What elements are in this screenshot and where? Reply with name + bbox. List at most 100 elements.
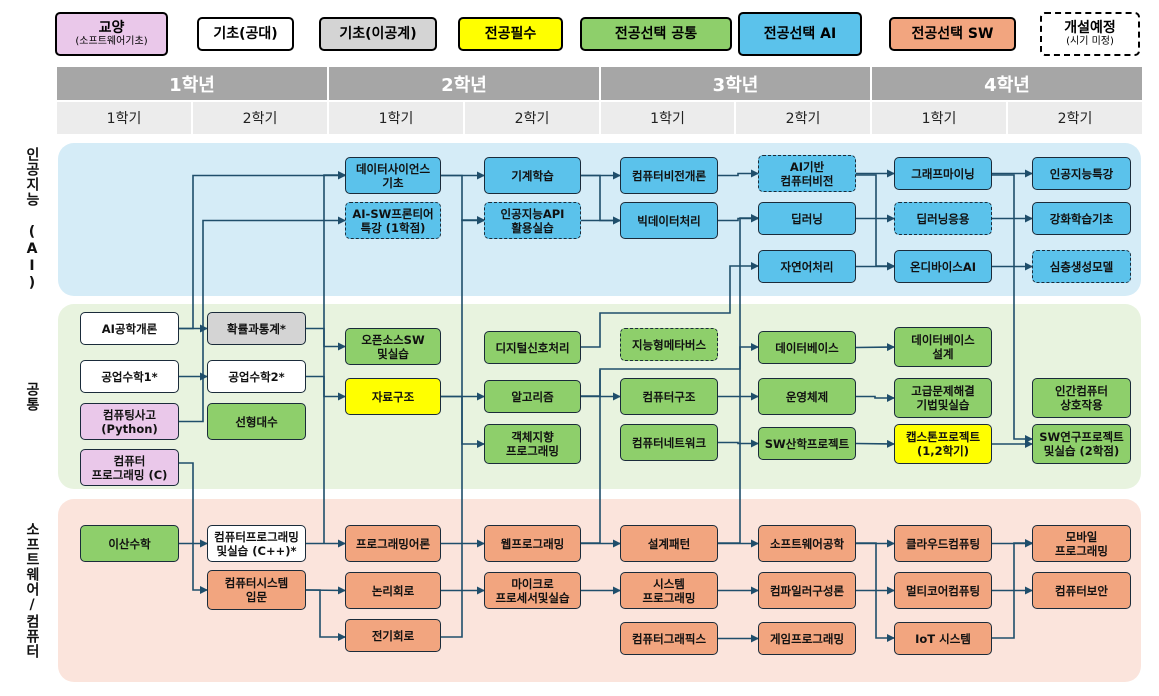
prerequisite-arrow [856,542,895,642]
course-label: 게임프로그래밍 [769,631,845,646]
course-label: 이산수학 [108,536,151,551]
semester-header: 1학기 [329,102,463,134]
course-box-web: 웹프로그래밍 [484,525,581,562]
semester-header: 2학기 [465,102,599,134]
band-label-sw: 소프트웨어/컴퓨터 [14,499,50,682]
course-box-aitopic: 인공지능특강 [1032,157,1131,190]
course-label: 프로그래밍 (C) [91,467,168,482]
course-box-linalg: 선형대수 [207,403,306,440]
course-label: 프로그래밍어론 [355,536,431,551]
course-label: 기계학습 [511,168,554,183]
course-box-discrete: 이산수학 [80,525,179,562]
legend-sublabel: (소프트웨어기초) [75,36,148,47]
course-label: 자료구조 [371,389,415,404]
legend-item: 전공선택 SW [889,17,1016,51]
band-label-common: 공통 [14,304,50,489]
legend-label: 전공선택 공통 [614,26,698,42]
prerequisite-arrow [179,462,208,594]
prerequisite-arrow [718,439,759,448]
year-header-1: 1학년 [57,67,327,100]
course-box-dsp: 디지털신호처리 [484,331,581,364]
course-label: 컴퓨터프로그래밍 [214,529,299,544]
year-header-4: 4학년 [872,67,1142,100]
course-label: 및실습 [377,346,409,361]
prerequisite-arrow [855,439,895,448]
course-label: 딥러닝 [791,211,823,226]
course-label: 데이터베이스 [775,340,839,355]
legend-label: 전공선택 SW [911,26,994,42]
course-label: 설계 [932,347,954,361]
course-label: 알고리즘 [511,389,554,404]
course-label: 심층생성모델 [1049,259,1114,274]
course-box-dl: 딥러닝 [758,202,856,235]
course-label: 활용실습 [511,220,554,235]
course-label: AI기반 [789,159,825,174]
semester-header: 2학기 [193,102,327,134]
course-label: 데이터베이스 [911,333,975,347]
prerequisite-arrow [179,216,346,423]
year-header-3: 3학년 [601,67,870,100]
semester-header: 2학기 [736,102,870,134]
course-label: SW연구프로젝트 [1039,430,1124,444]
legend-label: 전공필수 [484,26,537,42]
course-label: 논리회로 [371,583,415,598]
prerequisite-arrow [306,375,346,401]
band-label-text: 공통 [24,381,40,412]
band-label-text: 소프트웨어/컴퓨터 [24,522,40,659]
course-box-net: 컴퓨터네트워크 [620,424,718,461]
course-box-algo: 알고리즘 [484,380,581,413]
prerequisite-arrow [718,214,759,544]
course-box-se: 소프트웨어공학 [758,525,856,562]
semester-label: 1학기 [106,111,142,127]
prerequisite-arrow [856,394,895,402]
course-box-math1: 공업수학1* [80,360,179,393]
course-label: 클라우드컴퓨팅 [905,536,981,551]
course-label: 프로그래밍 [1055,543,1108,558]
semester-header: 1학기 [872,102,1006,134]
course-box-graph: 그래프마이닝 [894,157,992,190]
semester-label: 1학기 [378,111,414,127]
course-label: 웹프로그래밍 [500,536,565,551]
semester-label: 1학기 [650,111,685,127]
course-label: 객체지향 [511,430,554,444]
course-box-ondevice: 온디바이스AI [894,250,992,283]
course-label: 선형대수 [235,414,278,429]
course-label: 컴퓨터보안 [1055,583,1108,598]
prerequisite-arrow [992,539,1033,639]
course-label: 프로그래밍 [642,590,696,605]
course-label: 컴퓨터시스템 [224,576,289,590]
prerequisite-arrow [441,216,485,638]
course-label: 컴퓨터 [113,453,146,468]
course-box-elec: 전기회로 [345,619,441,652]
course-label: 지능형메타버스 [631,337,707,352]
band-label-text: 인공지능 (AI) [24,147,40,292]
legend-item: 기초(이공계) [319,17,437,51]
course-box-db: 데이터베이스 [758,331,856,364]
course-label: 캡스톤프로젝트 [905,430,981,444]
semester-header: 1학기 [57,102,191,134]
legend-item: 교양(소프트웨어기초) [55,12,168,56]
course-box-math2: 공업수학2* [207,360,306,393]
legend-item: 개설예정(시기 미정) [1040,12,1140,56]
prerequisite-arrow [581,343,759,397]
semester-label: 2학기 [1057,111,1093,127]
course-box-multicore: 멀티코어컴퓨팅 [894,572,992,609]
course-label: 기법및실습 [916,398,970,412]
course-label: 확률과통계* [227,321,286,336]
course-box-deepgen: 심층생성모델 [1032,250,1131,283]
course-box-dsa: 자료구조 [345,378,441,415]
course-box-rl: 강화학습기초 [1032,202,1131,235]
prerequisite-arrow [179,171,346,330]
course-label: 자연어처리 [780,259,834,274]
course-label: 오픈소스SW [361,332,425,347]
semester-label: 2학기 [785,111,821,127]
course-box-iot: IoT 시스템 [894,622,992,655]
course-box-pl: 프로그래밍어론 [345,525,441,562]
